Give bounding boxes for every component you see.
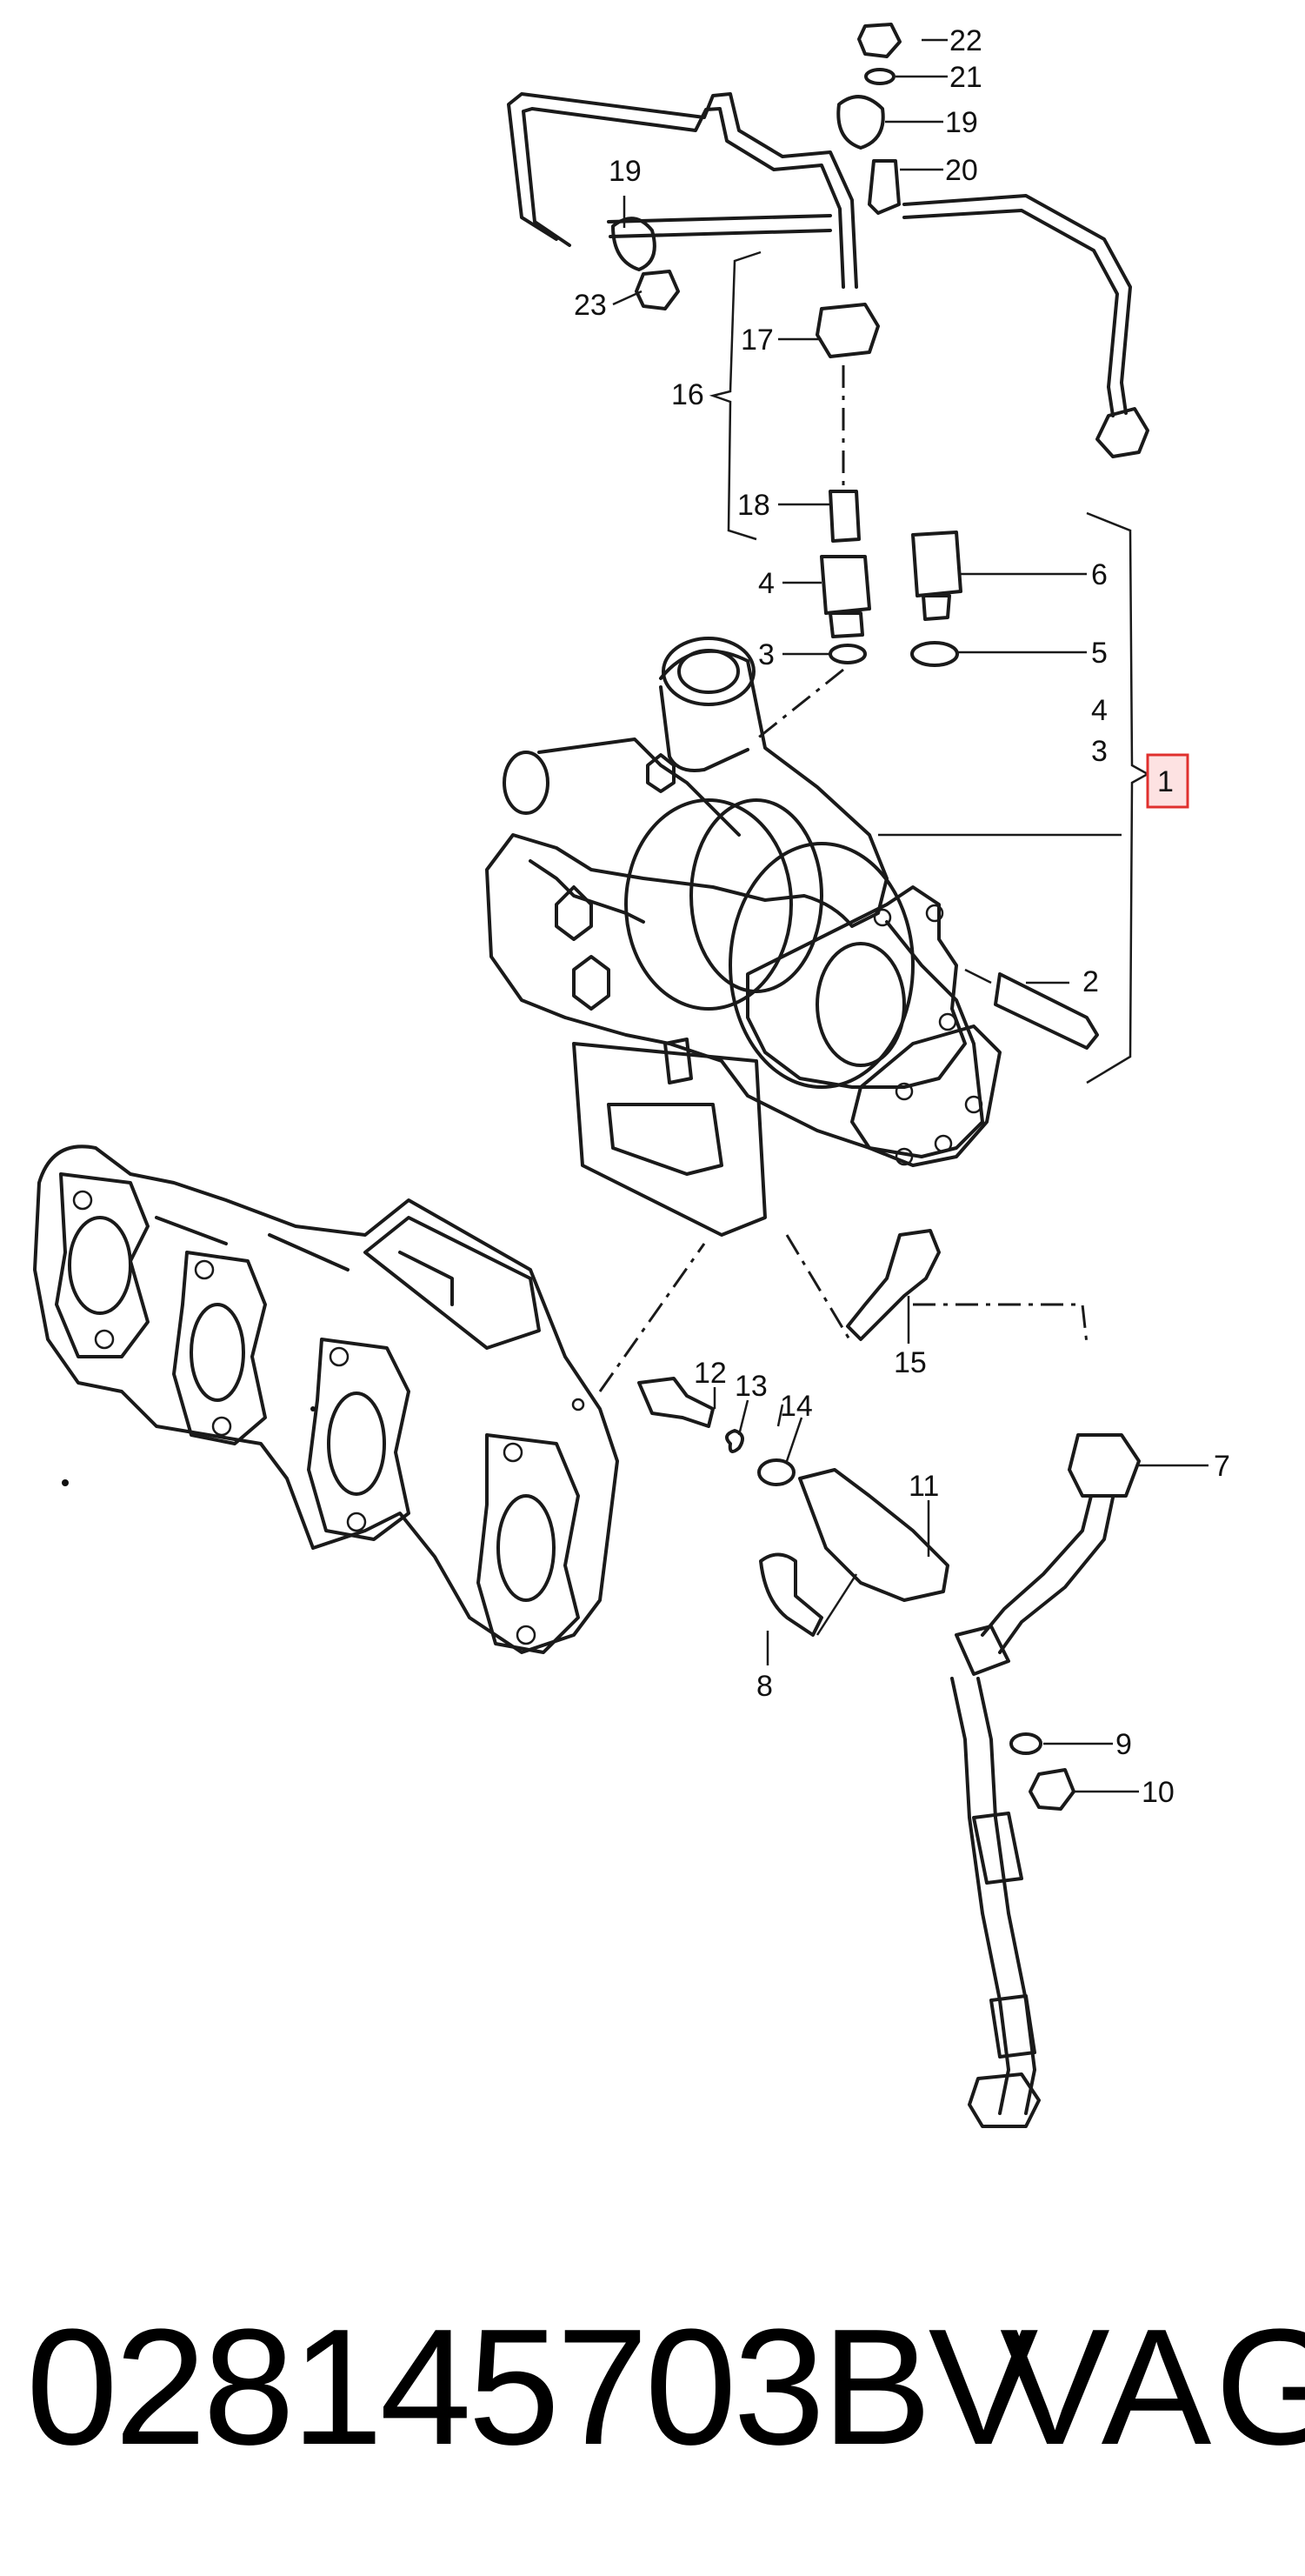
group-brackets — [709, 250, 1189, 1084]
callout-9: 9 — [1115, 1728, 1132, 1761]
callout-7: 7 — [1214, 1450, 1230, 1483]
callout-10: 10 — [1142, 1776, 1175, 1809]
callout-14: 14 — [780, 1390, 813, 1423]
callout-21: 21 — [949, 61, 982, 94]
scan-specks — [62, 1406, 316, 1486]
upper-pipe-assembly — [507, 92, 1149, 458]
union-and-seals — [820, 531, 962, 667]
callout-6: 6 — [1091, 558, 1108, 591]
brand-name: VAG — [1000, 2295, 1305, 2479]
callout-18: 18 — [737, 489, 770, 522]
leader-lines — [612, 38, 1122, 984]
callout-2: 2 — [1082, 965, 1099, 998]
callout-3-left: 3 — [758, 638, 775, 671]
callout-23: 23 — [574, 289, 607, 322]
callout-12: 12 — [694, 1357, 727, 1390]
exhaust-manifold — [33, 1145, 706, 1654]
callout-22: 22 — [949, 24, 982, 57]
callout-13: 13 — [735, 1370, 768, 1403]
callout-11: 11 — [909, 1470, 939, 1503]
callouts: 22 21 19 20 19 23 17 16 18 4 3 6 5 4 3 1… — [574, 24, 1230, 1809]
callout-4-left: 4 — [758, 567, 775, 600]
part-number: 028145703BV — [26, 2295, 1038, 2479]
lower-return-line — [785, 1234, 1141, 2128]
callout-15: 15 — [894, 1346, 927, 1379]
top-fittings — [611, 23, 902, 310]
highlight-box-part-1 — [1146, 753, 1189, 809]
callout-16: 16 — [671, 378, 704, 411]
callout-5: 5 — [1091, 637, 1108, 670]
turbocharger — [485, 637, 1099, 1237]
nut-17-fitting-18 — [816, 303, 880, 543]
callout-20: 20 — [945, 154, 978, 187]
callout-4-right: 4 — [1091, 694, 1108, 727]
callout-19-left: 19 — [609, 155, 642, 188]
callout-19-right: 19 — [945, 106, 978, 139]
footer-caption: 028145703BV VAG — [0, 2287, 1305, 2487]
callout-8: 8 — [756, 1670, 773, 1703]
callout-1: 1 — [1157, 765, 1174, 798]
bolts-and-bracket — [637, 1229, 1208, 1793]
callout-17: 17 — [741, 324, 774, 357]
callout-3-right: 3 — [1091, 735, 1108, 768]
